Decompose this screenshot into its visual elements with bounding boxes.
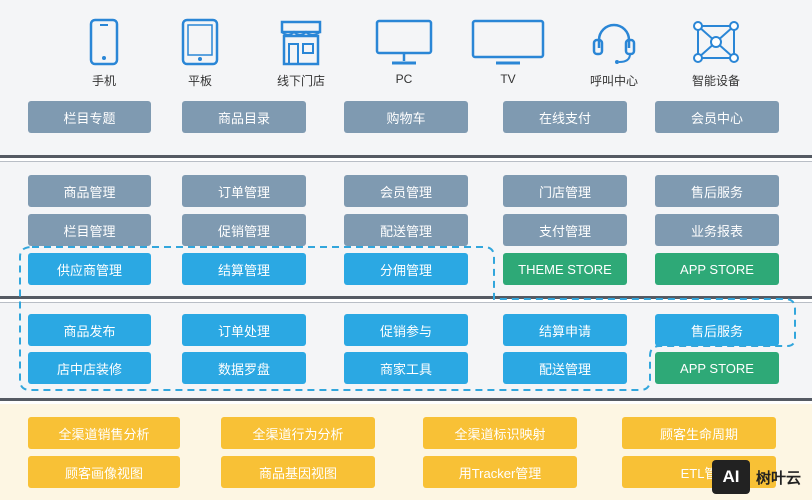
- module-box: 分佣管理: [344, 253, 468, 285]
- app-store-box: APP STORE: [655, 253, 779, 285]
- module-box: 供应商管理: [28, 253, 151, 285]
- module-box: 售后服务: [655, 314, 779, 346]
- analytics-box: 顾客生命周期: [622, 417, 776, 449]
- watermark-text: 树叶云: [756, 469, 802, 487]
- module-box: 栏目管理: [28, 214, 151, 246]
- device-callcenter: 呼叫中心: [574, 18, 654, 89]
- device-label: 平板: [187, 74, 212, 88]
- module-box: 商品发布: [28, 314, 151, 346]
- store-icon: [280, 20, 322, 66]
- analytics-box: 用Tracker管理: [423, 456, 577, 488]
- device-tablet: 平板: [160, 18, 240, 89]
- app-store-box: APP STORE: [655, 352, 779, 384]
- device-tv: TV: [468, 18, 548, 86]
- separator: [0, 161, 812, 162]
- module-box: 配送管理: [503, 352, 627, 384]
- module-box: 商家工具: [344, 352, 468, 384]
- module-box: 结算申请: [503, 314, 627, 346]
- device-label: 线下门店: [276, 74, 325, 88]
- analytics-box: ETL管: [622, 456, 776, 488]
- module-box: 门店管理: [503, 175, 627, 207]
- module-box: 售后服务: [655, 175, 779, 207]
- module-box: 会员中心: [655, 101, 779, 133]
- module-box: 店中店装修: [28, 352, 151, 384]
- module-box: 数据罗盘: [182, 352, 306, 384]
- device-label: PC: [395, 72, 413, 86]
- module-box: 在线支付: [503, 101, 627, 133]
- separator: [0, 296, 812, 299]
- module-box: 购物车: [344, 101, 468, 133]
- monitor-icon: [375, 19, 433, 65]
- module-box: 订单管理: [182, 175, 306, 207]
- module-box: 商品管理: [28, 175, 151, 207]
- headset-icon: [592, 23, 636, 64]
- module-box: 促销参与: [344, 314, 468, 346]
- module-box: 配送管理: [344, 214, 468, 246]
- device-label: 手机: [91, 74, 116, 88]
- device-smart: 智能设备: [676, 18, 756, 89]
- device-store: 线下门店: [261, 18, 341, 89]
- device-label: 呼叫中心: [589, 74, 638, 88]
- module-box: 商品目录: [182, 101, 306, 133]
- network-icon: [693, 21, 739, 63]
- phone-icon: [89, 18, 119, 66]
- device-phone: 手机: [64, 18, 144, 89]
- module-box: 支付管理: [503, 214, 627, 246]
- analytics-box: 全渠道行为分析: [221, 417, 375, 449]
- watermark: AI 树叶云: [708, 454, 812, 500]
- analytics-box: 商品基因视图: [221, 456, 375, 488]
- analytics-box: 全渠道标识映射: [423, 417, 577, 449]
- device-label: 智能设备: [691, 74, 740, 88]
- module-box: 结算管理: [182, 253, 306, 285]
- module-box: 栏目专题: [28, 101, 151, 133]
- tv-icon: [471, 19, 545, 65]
- device-pc: PC: [364, 18, 444, 86]
- module-box: 会员管理: [344, 175, 468, 207]
- module-box: 促销管理: [182, 214, 306, 246]
- theme-store-box: THEME STORE: [503, 253, 627, 285]
- analytics-box: 顾客画像视图: [28, 456, 180, 488]
- module-box: 业务报表: [655, 214, 779, 246]
- device-label: TV: [500, 72, 516, 86]
- watermark-logo: AI: [712, 460, 750, 494]
- tablet-icon: [181, 18, 219, 66]
- separator: [0, 398, 812, 401]
- module-box: 订单处理: [182, 314, 306, 346]
- separator: [0, 155, 812, 158]
- analytics-box: 全渠道销售分析: [28, 417, 180, 449]
